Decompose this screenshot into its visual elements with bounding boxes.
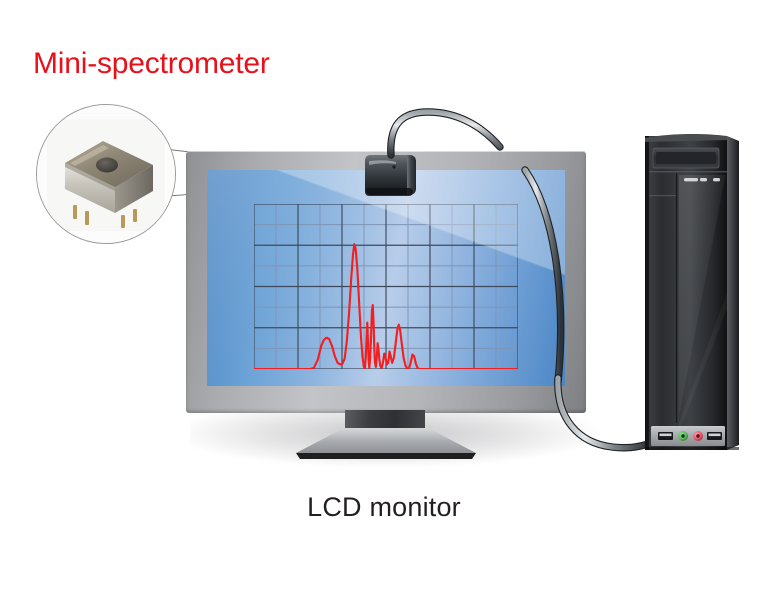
mini-spectrometer-inset-photo bbox=[36, 104, 176, 244]
spectrometer-head bbox=[362, 152, 420, 202]
spectrum-trace bbox=[254, 243, 518, 369]
spectrum-plot bbox=[254, 204, 518, 369]
desktop-pc-tower bbox=[639, 133, 745, 453]
lcd-monitor bbox=[186, 151, 586, 413]
page-title: Mini-spectrometer bbox=[33, 47, 270, 80]
monitor-screen bbox=[207, 170, 565, 386]
spectrometer-chip-image bbox=[37, 105, 175, 243]
monitor-stand-base bbox=[292, 428, 480, 462]
monitor-caption: LCD monitor bbox=[307, 492, 461, 522]
